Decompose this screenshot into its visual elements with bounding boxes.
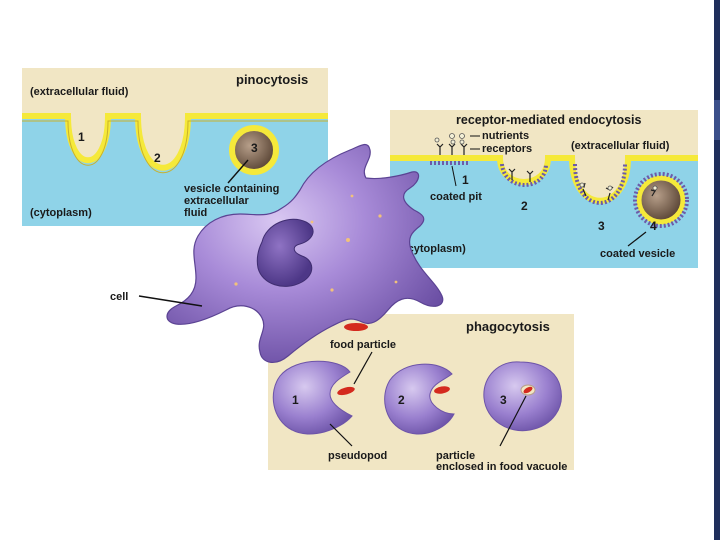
cell-food-particle: [344, 323, 368, 331]
receptor-extracellular-label: (extracellular fluid): [571, 140, 670, 152]
receptor-cytoplasm-label: (cytoplasm): [404, 243, 466, 255]
nutrients-label: nutrients: [482, 130, 529, 142]
phagocytosis-cell-3: [484, 362, 562, 431]
phagocytosis-panel: phagocytosis food particle 1 2 3 pseudop…: [268, 314, 574, 473]
pinocytosis-title: pinocytosis: [236, 72, 308, 87]
pseudopod-label: pseudopod: [328, 450, 387, 462]
pinocytosis-step-2: 2: [154, 151, 161, 165]
receptor-step-4: 4: [650, 219, 657, 233]
phagocytosis-step-2: 2: [398, 393, 405, 407]
receptor-title: receptor-mediated endocytosis: [456, 113, 642, 127]
pinocytosis-cytoplasm-label: (cytoplasm): [30, 207, 92, 219]
phagocytosis-step-3: 3: [500, 393, 507, 407]
vesicle-label-line-1: vesicle containing: [184, 183, 279, 195]
coated-pit-label: coated pit: [430, 191, 482, 203]
cell-label: cell: [110, 291, 128, 303]
receptor-step-2: 2: [521, 199, 528, 213]
receptors-label: receptors: [482, 143, 532, 155]
particle-label-line-2: enclosed in food vacuole: [436, 461, 567, 473]
coated-vesicle: [639, 178, 683, 222]
coated-vesicle-label: coated vesicle: [600, 248, 675, 260]
pinocytosis-step-3: 3: [251, 141, 258, 155]
pinocytosis-extracellular-label: (extracellular fluid): [30, 86, 129, 98]
vesicle-label-line-2: extracellular: [184, 195, 250, 207]
right-edge-strip: [714, 0, 720, 540]
pinocytosis-step-1: 1: [78, 130, 85, 144]
phagocytosis-title: phagocytosis: [466, 319, 550, 334]
pinocytosis-panel: pinocytosis (extracellular fluid) 1 2 3 …: [22, 68, 328, 226]
receptor-step-3: 3: [598, 219, 605, 233]
food-particle-label: food particle: [330, 339, 396, 351]
vesicle-label-line-3: fluid: [184, 207, 207, 219]
receptor-panel: receptor-mediated endocytosis nutrients …: [390, 110, 698, 268]
receptor-step-1: 1: [462, 173, 469, 187]
phagocytosis-step-1: 1: [292, 393, 299, 407]
